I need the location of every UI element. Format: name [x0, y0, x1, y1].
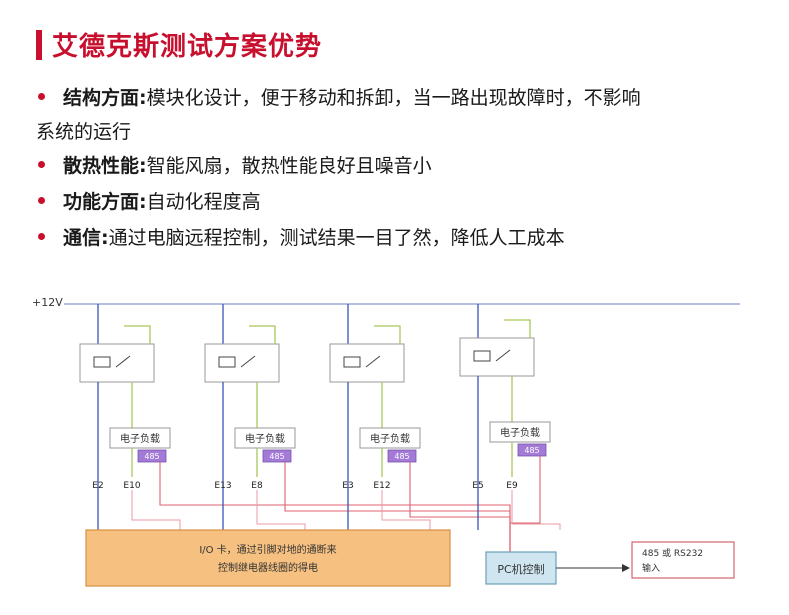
io-card-line1: I/O 卡，通过引脚对地的通断来	[199, 543, 336, 556]
pin-label-left: E2	[92, 481, 103, 491]
comm-485-tag	[262, 449, 292, 463]
relay-switch-icon	[115, 355, 131, 368]
supply-label: +12V	[32, 296, 63, 309]
bullet-dot-icon	[38, 93, 45, 100]
relay-box	[79, 343, 155, 383]
comm-485-tag	[387, 449, 417, 463]
bullet-item: 功能方面:自动化程度高	[30, 184, 760, 220]
bullet-label: 通信:	[63, 227, 109, 249]
load-box	[234, 427, 296, 449]
comm-485-tag	[137, 449, 167, 463]
pink-io-wire	[381, 490, 431, 530]
relay-box	[204, 343, 280, 383]
bullet-dot-icon	[38, 197, 45, 204]
comm-box	[631, 541, 735, 579]
load-label: 电子负载	[120, 432, 160, 445]
bullet-label: 功能方面:	[63, 191, 147, 213]
red-comm-wire	[509, 456, 541, 552]
comm-485-label: 485	[144, 452, 159, 461]
bullet-label: 散热性能:	[63, 155, 147, 177]
bullet-item: 通信:通过电脑远程控制，测试结果一目了然，降低人工成本	[30, 220, 760, 256]
comm-485-label: 485	[524, 446, 539, 455]
comm-arrow-head-icon	[622, 564, 630, 572]
bullet-text: 通过电脑远程控制，测试结果一目了然，降低人工成本	[108, 227, 565, 249]
relay-box	[459, 337, 535, 377]
pc-label: PC机控制	[497, 562, 544, 576]
pin-label-left: E13	[214, 481, 231, 491]
pink-io-wire	[256, 490, 306, 530]
pin-label-right: E10	[123, 481, 140, 491]
pin-label-left: E3	[342, 481, 353, 491]
load-label: 电子负载	[500, 426, 540, 439]
green-loop-wire	[124, 325, 151, 344]
bullet-dot-icon	[38, 161, 45, 168]
pink-io-wire	[131, 490, 181, 530]
relay-coil-icon	[473, 350, 491, 362]
relay-box	[329, 343, 405, 383]
green-loop-wire	[249, 325, 276, 344]
pink-io-wire	[511, 490, 561, 530]
comm-line2: 输入	[642, 562, 660, 574]
load-box	[109, 427, 171, 449]
load-box	[359, 427, 421, 449]
load-label: 电子负载	[245, 432, 285, 445]
relay-coil-icon	[343, 356, 361, 368]
bullet-item: 结构方面:模块化设计，便于移动和拆卸，当一路出现故障时，不影响	[30, 80, 760, 116]
bullet-text: 自动化程度高	[146, 191, 261, 213]
load-label: 电子负载	[370, 432, 410, 445]
bullet-list: 结构方面:模块化设计，便于移动和拆卸，当一路出现故障时，不影响 系统的运行 散热…	[30, 80, 760, 256]
relay-coil-icon	[93, 356, 111, 368]
pc-box	[485, 551, 557, 585]
pin-label-right: E12	[373, 481, 390, 491]
io-card-box	[85, 529, 451, 587]
title-accent-bar	[36, 30, 42, 60]
pin-label-right: E8	[251, 481, 263, 491]
bullet-continuation: 系统的运行	[36, 121, 132, 143]
comm-485-label: 485	[269, 452, 284, 461]
bullet-dot-icon	[38, 233, 45, 240]
io-card-line2: 控制继电器线圈的得电	[218, 561, 318, 574]
comm-485-label: 485	[394, 452, 409, 461]
comm-line1: 485 或 RS232	[642, 547, 703, 559]
pin-label-left: E5	[472, 481, 483, 491]
pin-label-right: E9	[506, 481, 518, 491]
relay-switch-icon	[240, 355, 256, 368]
page-title: 艾德克斯测试方案优势	[52, 32, 323, 62]
bullet-text: 模块化设计，便于移动和拆卸，当一路出现故障时，不影响	[146, 87, 641, 109]
bullet-text: 智能风扇，散热性能良好且噪音小	[146, 155, 432, 177]
relay-switch-icon	[495, 349, 511, 362]
green-loop-wire	[504, 319, 531, 338]
relay-coil-icon	[218, 356, 236, 368]
relay-switch-icon	[365, 355, 381, 368]
bullet-item: 散热性能:智能风扇，散热性能良好且噪音小	[30, 148, 760, 184]
green-loop-wire	[374, 325, 401, 344]
comm-485-tag	[517, 443, 547, 457]
bullet-label: 结构方面:	[63, 87, 147, 109]
load-box	[489, 421, 551, 443]
